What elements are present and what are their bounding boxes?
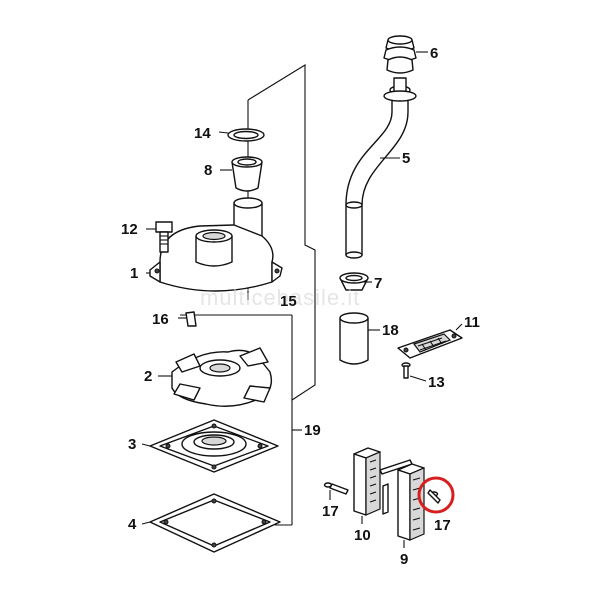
- watermark: multicebasile.it: [200, 285, 360, 310]
- bracket-part-9: [397, 463, 425, 548]
- callout-1: 1: [130, 265, 138, 282]
- callout-10: 10: [354, 527, 371, 544]
- plate-part-3: [141, 419, 279, 473]
- insert-part-8: [220, 156, 263, 192]
- grommet-part-6: [383, 35, 428, 74]
- sleeve-part-18: [339, 312, 380, 365]
- strainer-part-11: [397, 323, 463, 359]
- pump-housing-part-1: [146, 197, 283, 292]
- callout-17-right: 17: [434, 517, 451, 534]
- callout-5: 5: [402, 150, 410, 167]
- callout-14: 14: [194, 125, 211, 142]
- callout-6: 6: [430, 45, 438, 62]
- gasket-part-4: [141, 493, 281, 553]
- bolt-part-12: [146, 221, 173, 253]
- water-tube-part-5: [345, 77, 417, 259]
- callout-19: 19: [304, 422, 321, 439]
- impeller-part-2: [158, 347, 273, 407]
- key-part-16: [178, 311, 197, 327]
- screw-part-17-left: [323, 482, 349, 500]
- callout-8: 8: [204, 162, 212, 179]
- callout-13: 13: [428, 374, 445, 391]
- collar-part-7: [339, 272, 372, 291]
- callout-17-left: 17: [322, 503, 339, 520]
- callout-3: 3: [128, 436, 136, 453]
- callout-9: 9: [400, 551, 408, 568]
- bracket-part-10: [353, 447, 413, 524]
- highlight-circle: [417, 476, 455, 514]
- screw-part-17-right: [417, 476, 455, 514]
- callout-16: 16: [152, 311, 169, 328]
- callout-4: 4: [128, 516, 137, 533]
- callout-7: 7: [374, 275, 382, 292]
- screw-part-13: [401, 362, 427, 382]
- callout-18: 18: [382, 322, 399, 339]
- callout-15: 15: [280, 293, 297, 310]
- callout-2: 2: [144, 368, 152, 385]
- callout-11: 11: [464, 314, 480, 331]
- o-ring-part-14: [218, 128, 265, 142]
- callout-12: 12: [121, 221, 138, 238]
